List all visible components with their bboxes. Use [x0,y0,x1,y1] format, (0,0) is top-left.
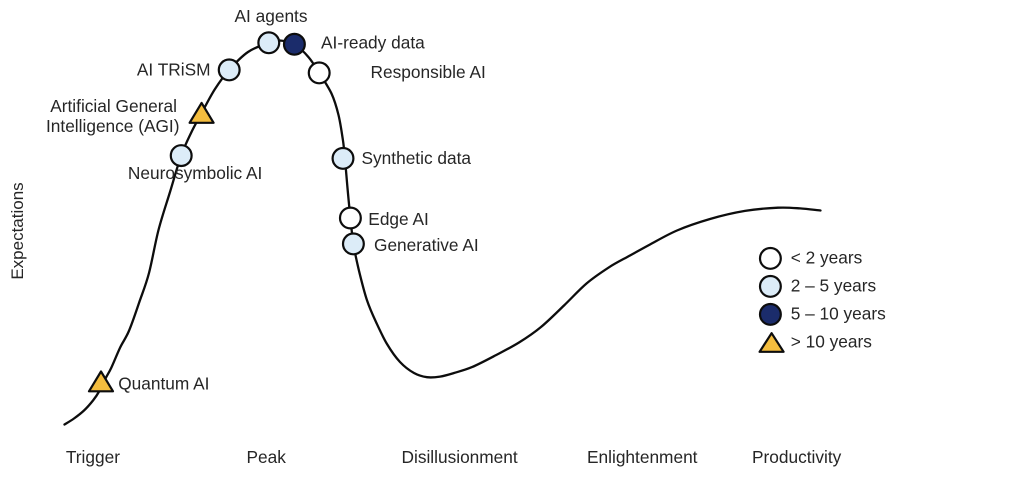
svg-text:Quantum AI: Quantum AI [118,373,209,393]
svg-text:Neurosymbolic AI: Neurosymbolic AI [128,163,262,183]
svg-text:5 – 10 years: 5 – 10 years [791,304,886,324]
svg-text:Peak: Peak [247,447,287,467]
svg-text:AI-ready data: AI-ready data [321,33,425,53]
svg-text:AI TRiSM: AI TRiSM [137,60,211,80]
svg-text:> 10 years: > 10 years [791,332,873,352]
svg-text:2 – 5 years: 2 – 5 years [791,276,877,296]
svg-text:Edge AI: Edge AI [368,209,429,229]
svg-text:Expectations: Expectations [8,182,27,279]
svg-text:< 2 years: < 2 years [791,248,863,268]
svg-text:AI agents: AI agents [234,6,307,26]
svg-text:Responsible AI: Responsible AI [371,62,486,82]
svg-text:Synthetic data: Synthetic data [362,148,472,168]
svg-text:Productivity: Productivity [752,447,842,467]
svg-text:Enlightenment: Enlightenment [587,447,698,467]
svg-text:Generative AI: Generative AI [374,235,479,255]
svg-text:Artificial General: Artificial General [50,96,177,116]
svg-text:Disillusionment: Disillusionment [402,447,518,467]
svg-text:Trigger: Trigger [66,447,120,467]
svg-text:Intelligence (AGI): Intelligence (AGI) [46,116,180,136]
